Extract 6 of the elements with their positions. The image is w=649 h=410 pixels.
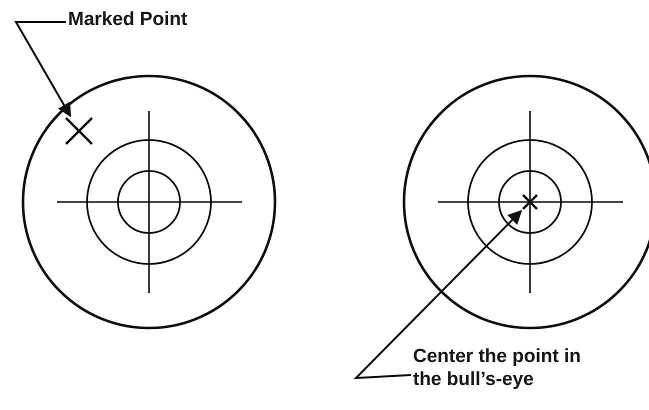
callout-text: Marked Point [68, 8, 188, 32]
cross-mark [521, 193, 539, 211]
callout-text: Center the point in the bull’s-eye [413, 345, 582, 392]
leader-arrow [353, 210, 522, 380]
leader-arrow [14, 21, 72, 118]
cross-mark [64, 116, 94, 146]
